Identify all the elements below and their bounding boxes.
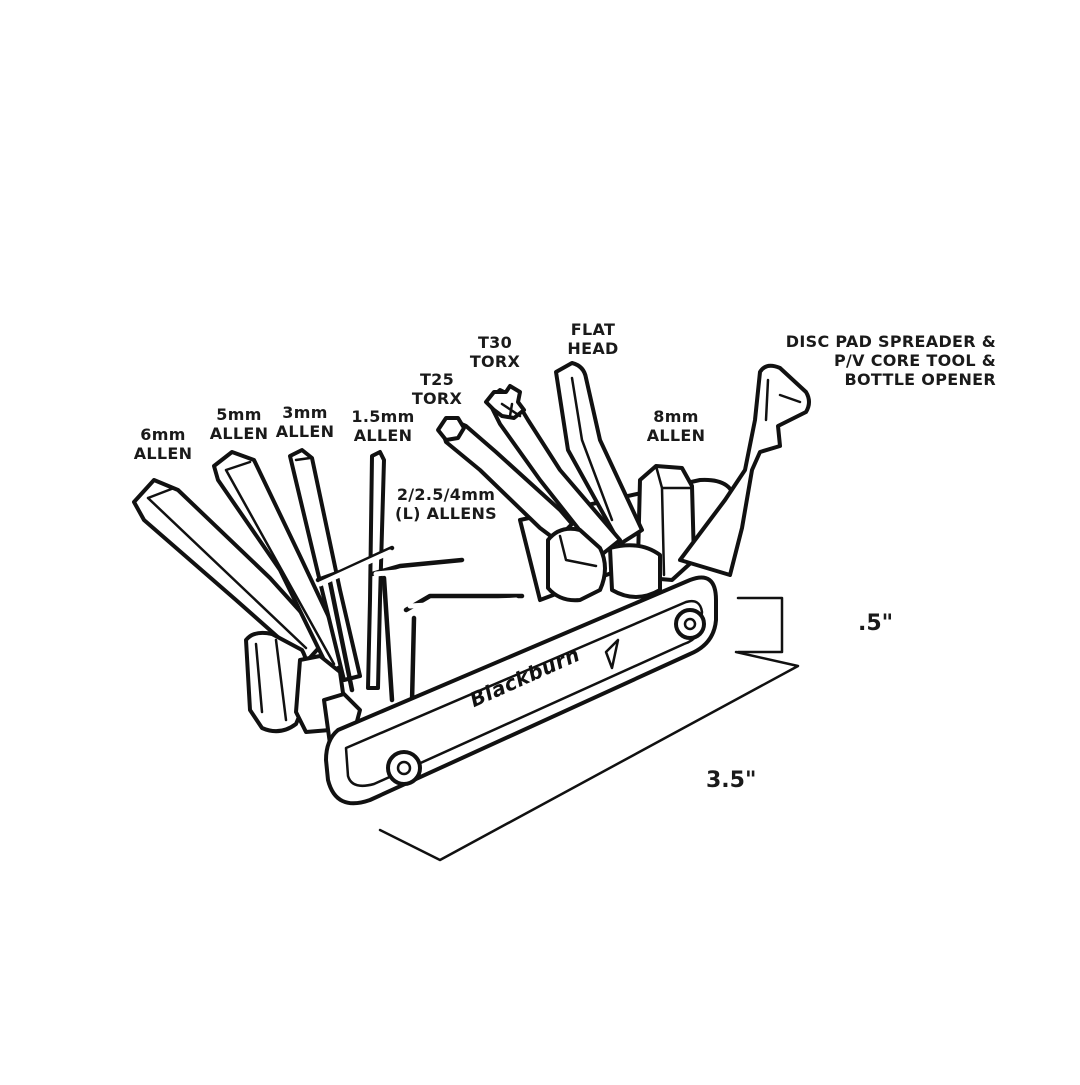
front-side-plate [324, 575, 718, 806]
t25-torx-tool [436, 416, 574, 542]
label-l-allens: 2/2.5/4mm(L) ALLENS [394, 485, 497, 523]
disc-pad-spreader-tool [678, 363, 811, 577]
height-dimension-bracket [736, 596, 784, 654]
label-disc-pad-spreader: DISC PAD SPREADER &P/V CORE TOOL &BOTTLE… [785, 332, 996, 389]
allen-1-5mm-tool [366, 450, 386, 690]
dimension-height: .5" [858, 611, 894, 636]
t30-torx-tool [484, 384, 622, 558]
length-dimension-line [378, 650, 800, 862]
l-allen-keys [315, 545, 525, 705]
dimension-length: 3.5" [706, 768, 757, 793]
left-pivot-knuckles [244, 630, 362, 746]
flat-head-tool [554, 361, 644, 546]
allen-3mm-tool [288, 448, 362, 682]
